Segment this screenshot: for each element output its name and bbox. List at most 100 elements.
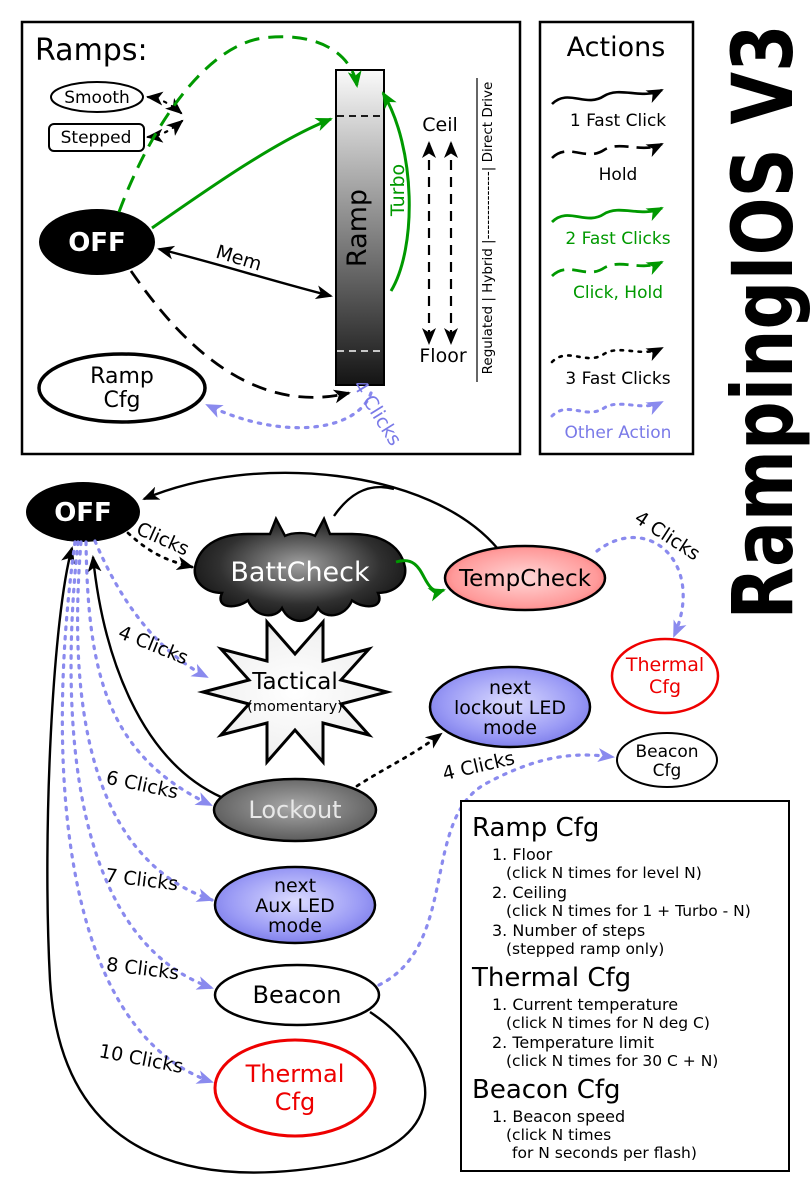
legend-label-1fastclick: 1 Fast Click (570, 111, 666, 131)
main-state-map: OFF 3 Clicks BattCheck TempCheck 4 Click… (26, 471, 720, 1174)
node-next-aux-line2: Aux LED (255, 895, 335, 917)
ramp-bar-label: Ramp (342, 189, 373, 267)
label-6clicks: 6 Clicks (104, 767, 180, 804)
node-ramp-cfg-line2: Cfg (103, 388, 140, 413)
actions-panel-title: Actions (567, 32, 666, 63)
node-thermal-cfg-bottom (213, 1038, 377, 1138)
arrow-off-lockout (84, 540, 213, 807)
node-lockout (212, 777, 378, 843)
legend-label-clickhold: Click, Hold (573, 283, 663, 303)
arrow-battcheck-tempcheck (395, 559, 446, 602)
label-4clicks-tactical: 4 Clicks (115, 622, 191, 670)
legend-arrow-hold (551, 142, 664, 159)
drive-scale-label: Regulated | Hybrid |--------------| Dire… (480, 82, 496, 375)
info-ramp-heading: Ramp Cfg (472, 813, 599, 843)
node-thermal-cfg-top-line1: Thermal (625, 654, 704, 676)
legend-label-3fastclicks: 3 Fast Clicks (565, 369, 670, 389)
arrow-lockout-off (87, 555, 222, 799)
node-stepped-label: Stepped (61, 128, 132, 148)
info-ramp-note-2: (click N times for 1 + Turbo - N) (506, 902, 751, 920)
node-off (26, 482, 140, 542)
label-floor: Floor (419, 345, 466, 367)
arrow-battcheck-off (333, 485, 395, 517)
label-ceil: Ceil (422, 114, 458, 136)
ramps-panel: Ramps: Smooth Stepped OFF Ramp Mem Turbo… (20, 20, 522, 456)
legend-label-2fastclicks: 2 Fast Clicks (565, 229, 670, 249)
arrow-off-ramp-mem (157, 245, 333, 300)
node-smooth-label: Smooth (64, 88, 130, 108)
node-ramp-cfg-line1: Ramp (90, 364, 154, 389)
ramps-panel-title: Ramps: (35, 33, 148, 68)
node-ramp-cfg (37, 352, 207, 424)
arrow-beacon-beaconcfg (377, 748, 615, 987)
arrow-turbo (381, 91, 411, 292)
info-beacon-note-1: (click N times (506, 1126, 611, 1144)
ramp-bar (335, 69, 385, 386)
node-beacon (213, 963, 381, 1027)
info-thermal-item-2: 2. Temperature limit (492, 1033, 654, 1052)
node-tactical-line1: Tactical (251, 669, 338, 695)
node-tactical (197, 618, 393, 766)
label-4clicks-rampcfg: 4 Clicks (348, 376, 406, 450)
config-info-border (460, 800, 790, 1172)
node-next-aux-line1: next (274, 875, 316, 897)
info-thermal-note-2: (click N times for 30 C + N) (506, 1052, 718, 1070)
node-battcheck (193, 515, 407, 623)
label-turbo: Turbo (387, 164, 409, 217)
node-next-lockout-line1: next (489, 677, 531, 699)
ramps-panel-border (20, 20, 522, 456)
node-next-lockout-line3: mode (483, 717, 537, 739)
legend-label-hold: Hold (599, 165, 638, 185)
info-beacon-heading: Beacon Cfg (472, 1075, 621, 1105)
node-thermal-cfg-bottom-line2: Cfg (275, 1088, 315, 1116)
arrow-toggle-stepped (146, 119, 184, 143)
legend-arrow-1fastclick (551, 88, 664, 105)
battcheck-bat-shape (193, 515, 407, 623)
arrow-off-ramp-clickhold (117, 35, 362, 213)
node-beacon-cfg-line1: Beacon (635, 742, 698, 762)
node-battcheck-label: BattCheck (230, 557, 370, 588)
arrow-tempcheck-off (142, 471, 499, 550)
node-next-lockout-line2: lockout LED (454, 697, 566, 719)
info-ramp-note-3: (stepped ramp only) (506, 940, 664, 958)
node-next-aux-led (213, 865, 377, 945)
info-beacon-note-2: for N seconds per flash) (512, 1144, 697, 1162)
arrow-tempcheck-thermalcfg (595, 536, 687, 638)
node-beacon-cfg (616, 732, 718, 788)
arrow-off-tactical (93, 539, 209, 679)
arrow-off-nextaux (76, 540, 214, 902)
legend-arrow-otheraction (550, 400, 664, 418)
page-title: RampingIOS V3 (714, 25, 812, 620)
arrow-toggle-smooth (146, 91, 183, 115)
info-ramp-note-1: (click N times for level N) (506, 864, 702, 882)
arrow-beacon-off-loop (46, 546, 427, 1174)
node-thermal-cfg-bottom-line1: Thermal (245, 1060, 345, 1088)
legend-arrow-3fastclicks (550, 346, 664, 364)
node-lockout-label: Lockout (248, 796, 341, 824)
info-thermal-note-1: (click N times for N deg C) (506, 1014, 710, 1032)
node-beacon-label: Beacon (252, 981, 341, 1009)
arrow-off-ramp-hold (129, 270, 351, 404)
label-8clicks: 8 Clicks (105, 954, 180, 985)
arrow-lockout-nextled (355, 732, 443, 788)
node-stepped (48, 123, 145, 152)
label-10clicks: 10 Clicks (97, 1040, 185, 1078)
config-info-box: Ramp Cfg 1. Floor (click N times for lev… (460, 800, 790, 1172)
legend-arrow-2fastclicks (551, 206, 664, 224)
node-next-lockout-led (428, 665, 592, 749)
label-4clicks-beacon: 4 Clicks (440, 747, 516, 785)
info-ramp-item-3: 3. Number of steps (492, 921, 645, 940)
arrow-ramp-rampcfg (205, 391, 373, 430)
info-thermal-heading: Thermal Cfg (471, 963, 631, 993)
legend-arrow-clickhold (551, 260, 664, 278)
info-ramp-item-1: 1. Floor (492, 845, 553, 864)
node-next-aux-line3: mode (268, 915, 322, 937)
node-smooth (50, 81, 144, 113)
node-tempcheck-label: TempCheck (458, 566, 592, 592)
actions-panel-border (538, 20, 695, 456)
node-tactical-line2: (momentary) (247, 699, 343, 715)
node-off-ramp-label: OFF (68, 228, 126, 258)
label-3clicks: 3 Clicks (116, 511, 192, 561)
node-off-label: OFF (54, 498, 112, 528)
